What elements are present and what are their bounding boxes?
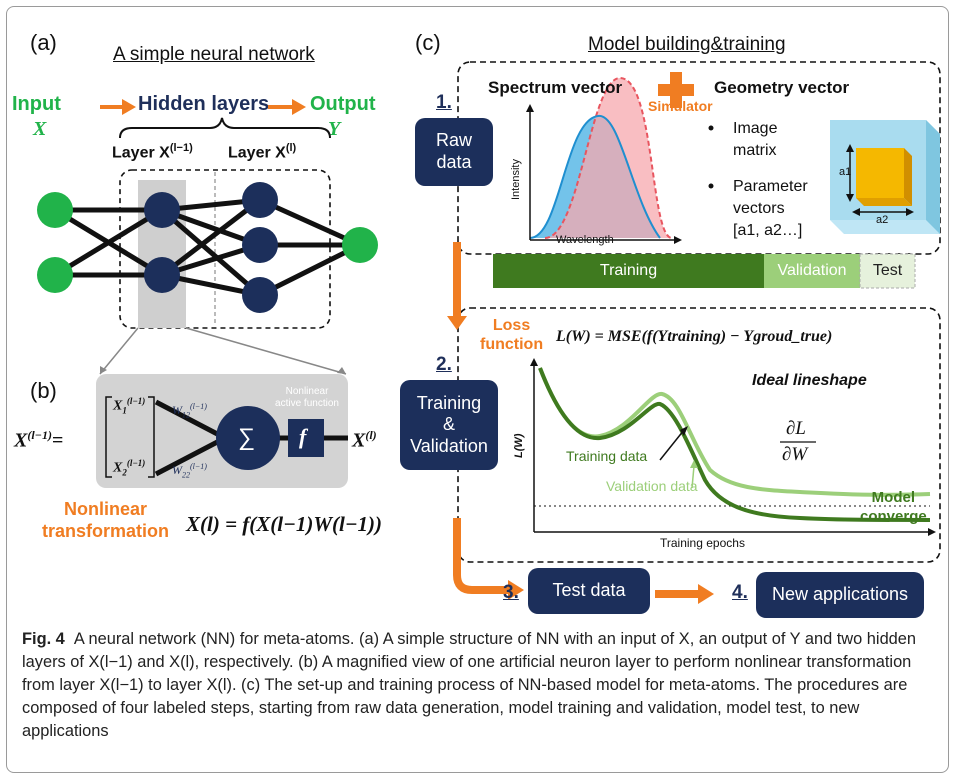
output-vector-label: X(l) [352,428,377,452]
hidden-node [144,257,180,293]
validation-data-label: Validation data [606,478,698,494]
panel-a-title: A simple neural network [113,44,315,65]
split-training [493,254,764,288]
output-symbol: Y [328,118,341,140]
input-vector-label: X(l−1)= [14,428,64,452]
ideal-lineshape-label: Ideal lineshape [752,372,867,389]
spectrum-plot [526,76,682,244]
input-symbol: X [33,118,47,140]
vector-top-entry: X1(l−1) [113,396,146,416]
diagram-graphics [37,61,941,604]
bullet [708,125,714,131]
epochs-axis-label: Training epochs [660,536,745,550]
hidden-node [242,277,278,313]
zoom-line [185,327,347,375]
training-section [457,307,941,563]
intensity-axis-label: Intensity [510,159,522,200]
test-data-box: Test data [528,568,650,614]
hidden-node [242,227,278,263]
split-training-label: Training [599,262,658,279]
hidden-node [242,182,278,218]
geometry-vector-label: Geometry vector [714,78,850,97]
loss-equation: L(W) = MSE(f(Ytraining) − Ygroud_true) [556,328,833,345]
sum-node [216,406,280,470]
weight-bottom-label: W22(l−1) [172,462,207,480]
panel-a-label: (a) [30,30,57,55]
step-4-number: 4. [732,582,748,603]
bullet [708,183,714,189]
new-applications-box: New applications [756,572,924,618]
loss-plot [530,358,936,536]
output-node [342,227,378,263]
weight-top-label: W12(l−1) [172,402,207,420]
flow-arrow-icon [453,518,510,594]
training-validation-box: Training&Validation [400,380,498,470]
spectrum-vector-label: Spectrum vector [488,78,623,97]
layer-prev-label: Layer X(l−1) [112,142,193,162]
activation-function-icon: f [299,424,307,449]
input-arrow-icon [100,99,136,115]
plus-icon [658,72,694,108]
activation-box [288,419,324,457]
input-node [37,192,73,228]
input-label: Input [12,93,61,115]
hidden-layers-box [119,169,331,329]
a1-dimension-label: a1 [839,166,852,178]
wavelength-axis-label: Wavelength [556,234,614,246]
loss-axis-label: L(W) [513,433,525,458]
derivative-numerator: ∂L [786,418,806,439]
hidden-layers-label: Hidden layers [138,93,270,115]
split-validation [764,254,860,288]
zoom-line [99,327,139,375]
a2-dimension-label: a2 [876,214,889,226]
simulator-label: Simulator [648,98,713,114]
output-arrow-icon [268,99,306,115]
connections [53,197,362,298]
transform-equation: X(l) = f(X(l−1)W(l−1)) [186,512,383,536]
split-validation-label: Validation [777,262,847,279]
hidden-node [144,192,180,228]
meta-atom-icon [830,120,940,234]
step-3-number: 3. [503,582,519,603]
caption-text: A neural network (NN) for meta-atoms. (a… [22,630,917,740]
sum-icon: ∑ [238,424,256,451]
figure-frame [6,6,949,773]
training-data-label: Training data [566,448,648,464]
hidden-layers-brace [119,117,331,139]
caption-figure-number: Fig. 4 [22,630,65,648]
split-test-label: Test [872,262,903,279]
panel-c-label: (c) [415,30,441,55]
layer-cur-label: Layer X(l) [228,142,297,162]
vector-bottom-entry: X2(l−1) [113,458,146,478]
panel-b-label: (b) [30,378,57,403]
step-1-number: 1. [436,92,452,113]
step-2-number: 2. [436,354,452,375]
split-test [859,253,916,289]
input-node [37,257,73,293]
derivative-denominator: ∂W [782,444,808,465]
output-label: Output [310,93,376,115]
vector-bracket-right [148,396,155,478]
figure-caption: Fig. 4 A neural network (NN) for meta-at… [22,628,934,743]
vector-bracket-left [105,396,112,478]
panel-c-title: Model building&training [588,34,786,55]
